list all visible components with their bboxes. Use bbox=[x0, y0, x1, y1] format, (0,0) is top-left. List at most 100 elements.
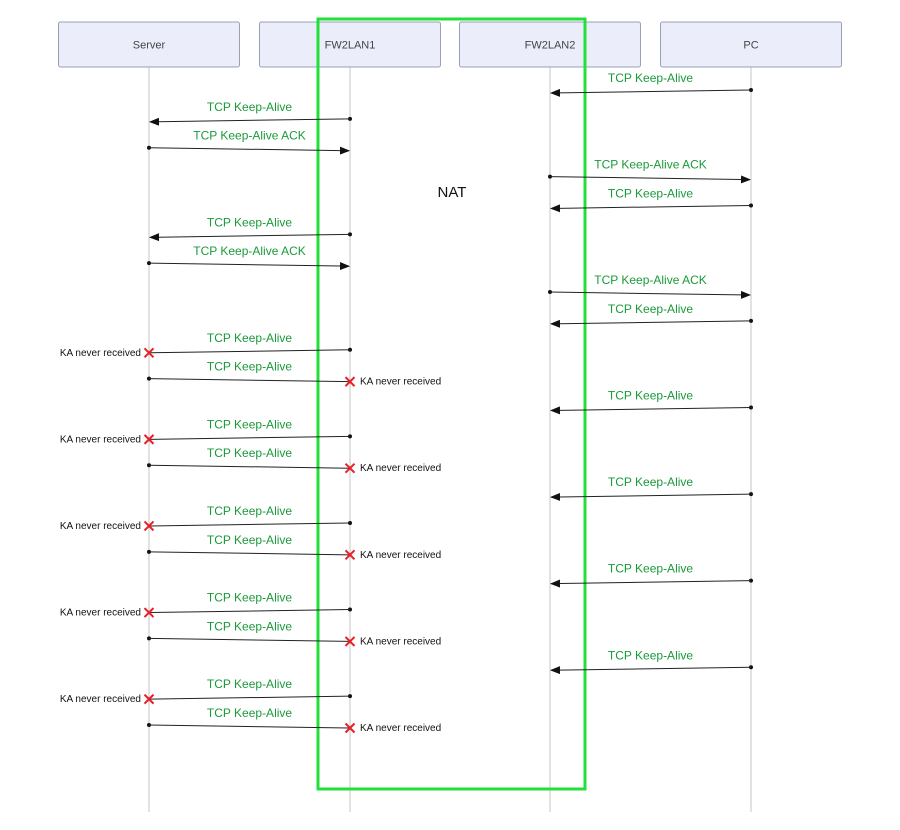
lost-marker-icon bbox=[344, 636, 356, 647]
message-line bbox=[149, 435, 351, 440]
message-label: TCP Keep-Alive bbox=[207, 331, 292, 345]
nat-region-box bbox=[316, 17, 587, 791]
actor-box-fw2 bbox=[459, 21, 641, 68]
actor-pc: PC bbox=[660, 21, 842, 68]
message-arrow bbox=[149, 233, 351, 242]
message: TCP Keep-Alive bbox=[550, 302, 753, 328]
message-label: TCP Keep-Alive ACK bbox=[594, 158, 707, 172]
message-label: TCP Keep-Alive bbox=[207, 215, 292, 229]
message-arrow bbox=[549, 175, 751, 184]
message-label: TCP Keep-Alive bbox=[608, 71, 693, 85]
actor-label-pc: PC bbox=[743, 40, 758, 52]
message-label: TCP Keep-Alive bbox=[608, 562, 693, 576]
nat-label: NAT bbox=[438, 184, 467, 201]
message-arrow bbox=[550, 88, 752, 97]
message-label: TCP Keep-Alive bbox=[207, 533, 292, 547]
message-arrow bbox=[549, 290, 751, 299]
actor-label-server: Server bbox=[133, 40, 166, 52]
message: TCP Keep-Alive bbox=[149, 215, 352, 242]
message-label: TCP Keep-Alive bbox=[207, 360, 292, 374]
message-label: TCP Keep-Alive bbox=[608, 389, 693, 403]
actor-server: Server bbox=[58, 21, 240, 68]
message-line bbox=[148, 637, 350, 642]
lost-note: KA never received bbox=[60, 434, 141, 445]
message-line bbox=[148, 378, 350, 383]
actor-box-server bbox=[58, 21, 240, 68]
message: TCP Keep-Alive bbox=[550, 562, 753, 588]
message: TCP Keep-Alive bbox=[550, 186, 753, 213]
lost-marker-icon bbox=[344, 376, 356, 387]
message-label: TCP Keep-Alive bbox=[207, 591, 292, 605]
actor-label-fw2: FW2LAN2 bbox=[525, 40, 576, 52]
message-label: TCP Keep-Alive bbox=[207, 100, 292, 114]
message: TCP Keep-Alive KA never received bbox=[147, 446, 441, 474]
lost-marker-icon bbox=[344, 722, 356, 734]
message: TCP Keep-Alive KA never received bbox=[60, 331, 352, 359]
message-label: TCP Keep-Alive bbox=[207, 446, 292, 460]
lost-note: KA never received bbox=[60, 521, 141, 532]
lost-marker-icon bbox=[143, 693, 155, 705]
lost-note: KA never received bbox=[360, 723, 441, 734]
message: TCP Keep-Alive ACK bbox=[548, 273, 751, 299]
actor-fw2: FW2LAN2 bbox=[459, 21, 641, 68]
lost-marker-icon bbox=[143, 607, 155, 618]
message: TCP Keep-Alive KA never received bbox=[60, 591, 352, 619]
message-label: TCP Keep-Alive bbox=[608, 648, 693, 662]
message-line bbox=[149, 609, 351, 614]
lost-marker-icon bbox=[344, 463, 356, 474]
message-line bbox=[148, 464, 350, 469]
message-arrow bbox=[550, 492, 752, 501]
message: TCP Keep-Alive bbox=[149, 100, 352, 126]
message-label: TCP Keep-Alive bbox=[207, 504, 292, 518]
message-label: TCP Keep-Alive ACK bbox=[193, 244, 306, 258]
message: TCP Keep-Alive ACK bbox=[147, 244, 350, 271]
message: TCP Keep-Alive bbox=[550, 389, 753, 415]
lost-note: KA never received bbox=[60, 694, 141, 705]
message-label: TCP Keep-Alive ACK bbox=[594, 273, 707, 287]
lost-note: KA never received bbox=[360, 550, 441, 561]
lost-marker-icon bbox=[143, 434, 155, 445]
message-label: TCP Keep-Alive bbox=[207, 706, 292, 720]
message: TCP Keep-Alive KA never received bbox=[147, 706, 441, 734]
message-label: TCP Keep-Alive bbox=[608, 475, 693, 489]
actor-box-fw1 bbox=[259, 21, 441, 68]
lost-marker-icon bbox=[143, 520, 155, 532]
message: TCP Keep-Alive bbox=[550, 475, 753, 501]
message-arrow bbox=[550, 319, 752, 328]
message-arrow bbox=[148, 146, 350, 155]
message: TCP Keep-Alive bbox=[550, 71, 753, 97]
message-arrow bbox=[550, 666, 752, 675]
message-label: TCP Keep-Alive bbox=[207, 417, 292, 431]
message: TCP Keep-Alive KA never received bbox=[60, 677, 352, 705]
message: TCP Keep-Alive KA never received bbox=[147, 533, 441, 561]
message-label: TCP Keep-Alive bbox=[207, 677, 292, 691]
message: TCP Keep-Alive KA never received bbox=[60, 504, 352, 532]
message-line bbox=[148, 724, 350, 729]
actors: Server FW2LAN1 FW2LAN2 PC bbox=[58, 21, 842, 68]
message-arrow bbox=[550, 406, 752, 415]
message-arrow bbox=[149, 117, 351, 126]
lost-note: KA never received bbox=[60, 348, 141, 359]
lost-note: KA never received bbox=[360, 463, 441, 474]
message-line bbox=[148, 551, 350, 556]
actor-label-fw1: FW2LAN1 bbox=[325, 40, 376, 52]
message-label: TCP Keep-Alive bbox=[608, 186, 693, 200]
message-line bbox=[149, 695, 351, 700]
message: TCP Keep-Alive KA never received bbox=[147, 360, 441, 388]
lost-note: KA never received bbox=[360, 377, 441, 388]
message: TCP Keep-Alive KA never received bbox=[60, 417, 352, 445]
message-arrow bbox=[550, 579, 752, 588]
message-label: TCP Keep-Alive ACK bbox=[193, 129, 306, 143]
actor-box-pc bbox=[660, 21, 842, 68]
lost-marker-icon bbox=[143, 347, 155, 358]
message-line bbox=[149, 349, 351, 354]
message: TCP Keep-Alive ACK bbox=[548, 158, 751, 184]
message-line bbox=[149, 522, 351, 527]
message-label: TCP Keep-Alive bbox=[608, 302, 693, 316]
lost-note: KA never received bbox=[60, 608, 141, 619]
actor-fw1: FW2LAN1 bbox=[259, 21, 441, 68]
lost-note: KA never received bbox=[360, 636, 441, 647]
